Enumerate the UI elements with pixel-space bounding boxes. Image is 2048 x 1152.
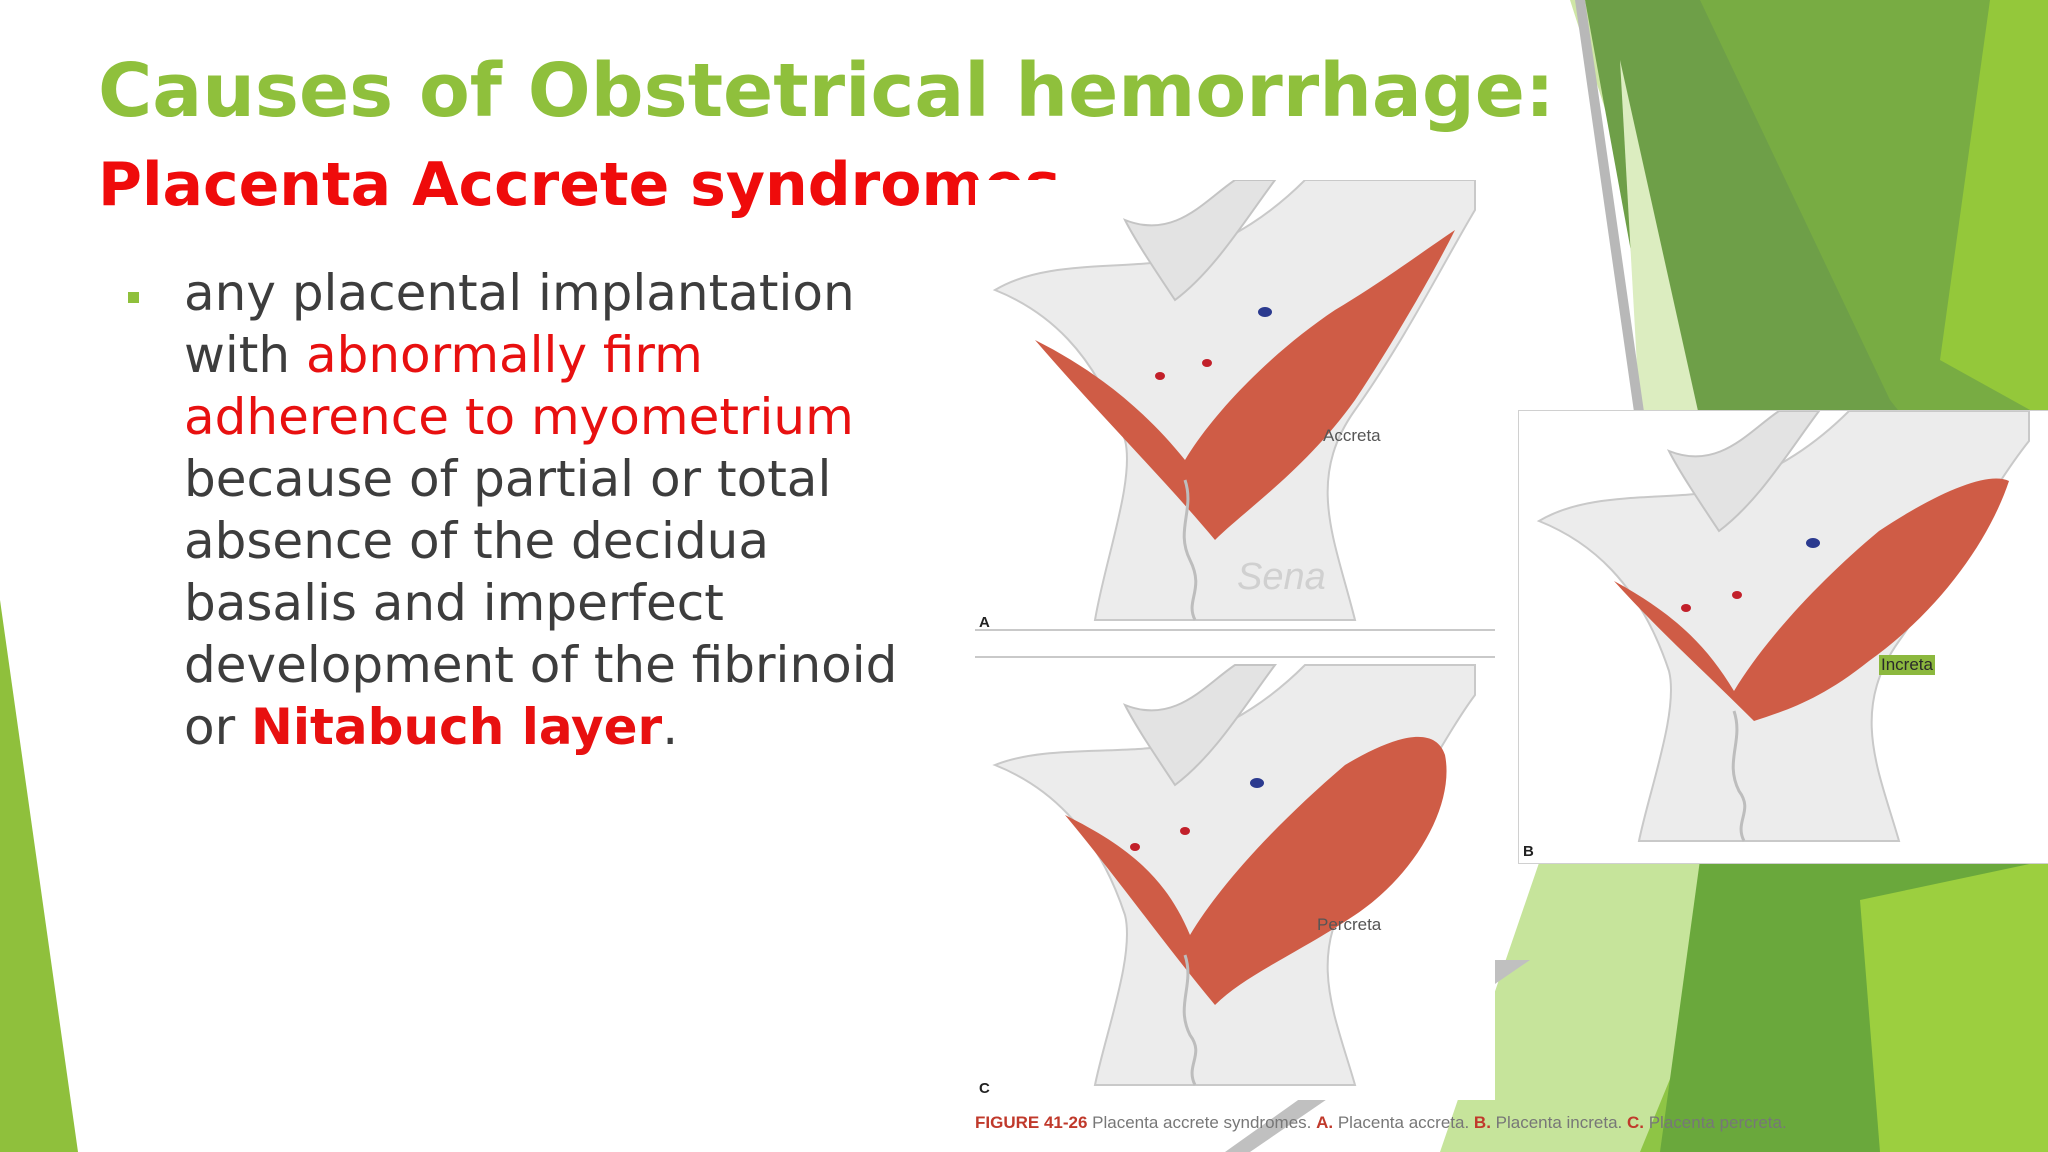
caption-letter-c: C. (1627, 1113, 1644, 1132)
uterus-illustration-b (1519, 411, 2048, 863)
caption-text-a: Placenta accreta. (1333, 1113, 1474, 1132)
slide-subtitle: Placenta Accrete syndromes (98, 150, 1061, 220)
bullet-square-icon (128, 292, 139, 303)
label-accreta: Accreta (1323, 426, 1381, 445)
figure-panel-accreta: Accreta Sena A (975, 180, 1495, 632)
highlight-adherence: abnormally firm adherence to myometrium (184, 326, 854, 446)
bullet-text: any placental implantation with abnormal… (184, 262, 944, 758)
body-text-3: . (662, 698, 679, 756)
panel-letter-a: A (979, 614, 990, 631)
caption-text-b: Placenta increta. (1490, 1113, 1627, 1132)
uterus-illustration-a (975, 180, 1495, 632)
caption-figure-number: FIGURE 41-26 (975, 1113, 1088, 1132)
body-text-1: any placental implantation with (184, 264, 855, 384)
figure-panel-increta: Increta B (1518, 410, 2048, 864)
figure-caption: FIGURE 41-26 Placenta accrete syndromes.… (975, 1113, 1787, 1133)
panel-letter-c: C (979, 1080, 990, 1097)
watermark-sena: Sena (1237, 556, 1326, 598)
label-percreta: Percreta (1317, 915, 1382, 934)
caption-text: Placenta accrete syndromes. (1087, 1113, 1317, 1132)
caption-letter-b: B. (1473, 1113, 1491, 1132)
label-increta: Increta (1879, 655, 1935, 675)
uterus-illustration-c (975, 655, 1495, 1100)
caption-text-c: Placenta percreta. (1644, 1113, 1787, 1132)
body-text-2: because of partial or total absence of t… (184, 450, 898, 756)
panel-letter-b: B (1523, 843, 1534, 860)
caption-letter-a: A. (1316, 1113, 1334, 1132)
slide-title: Causes of Obstetrical hemorrhage: (98, 48, 1555, 134)
figure-panel-percreta: Percreta C (975, 655, 1495, 1100)
highlight-nitabuch: Nitabuch layer (251, 698, 663, 756)
